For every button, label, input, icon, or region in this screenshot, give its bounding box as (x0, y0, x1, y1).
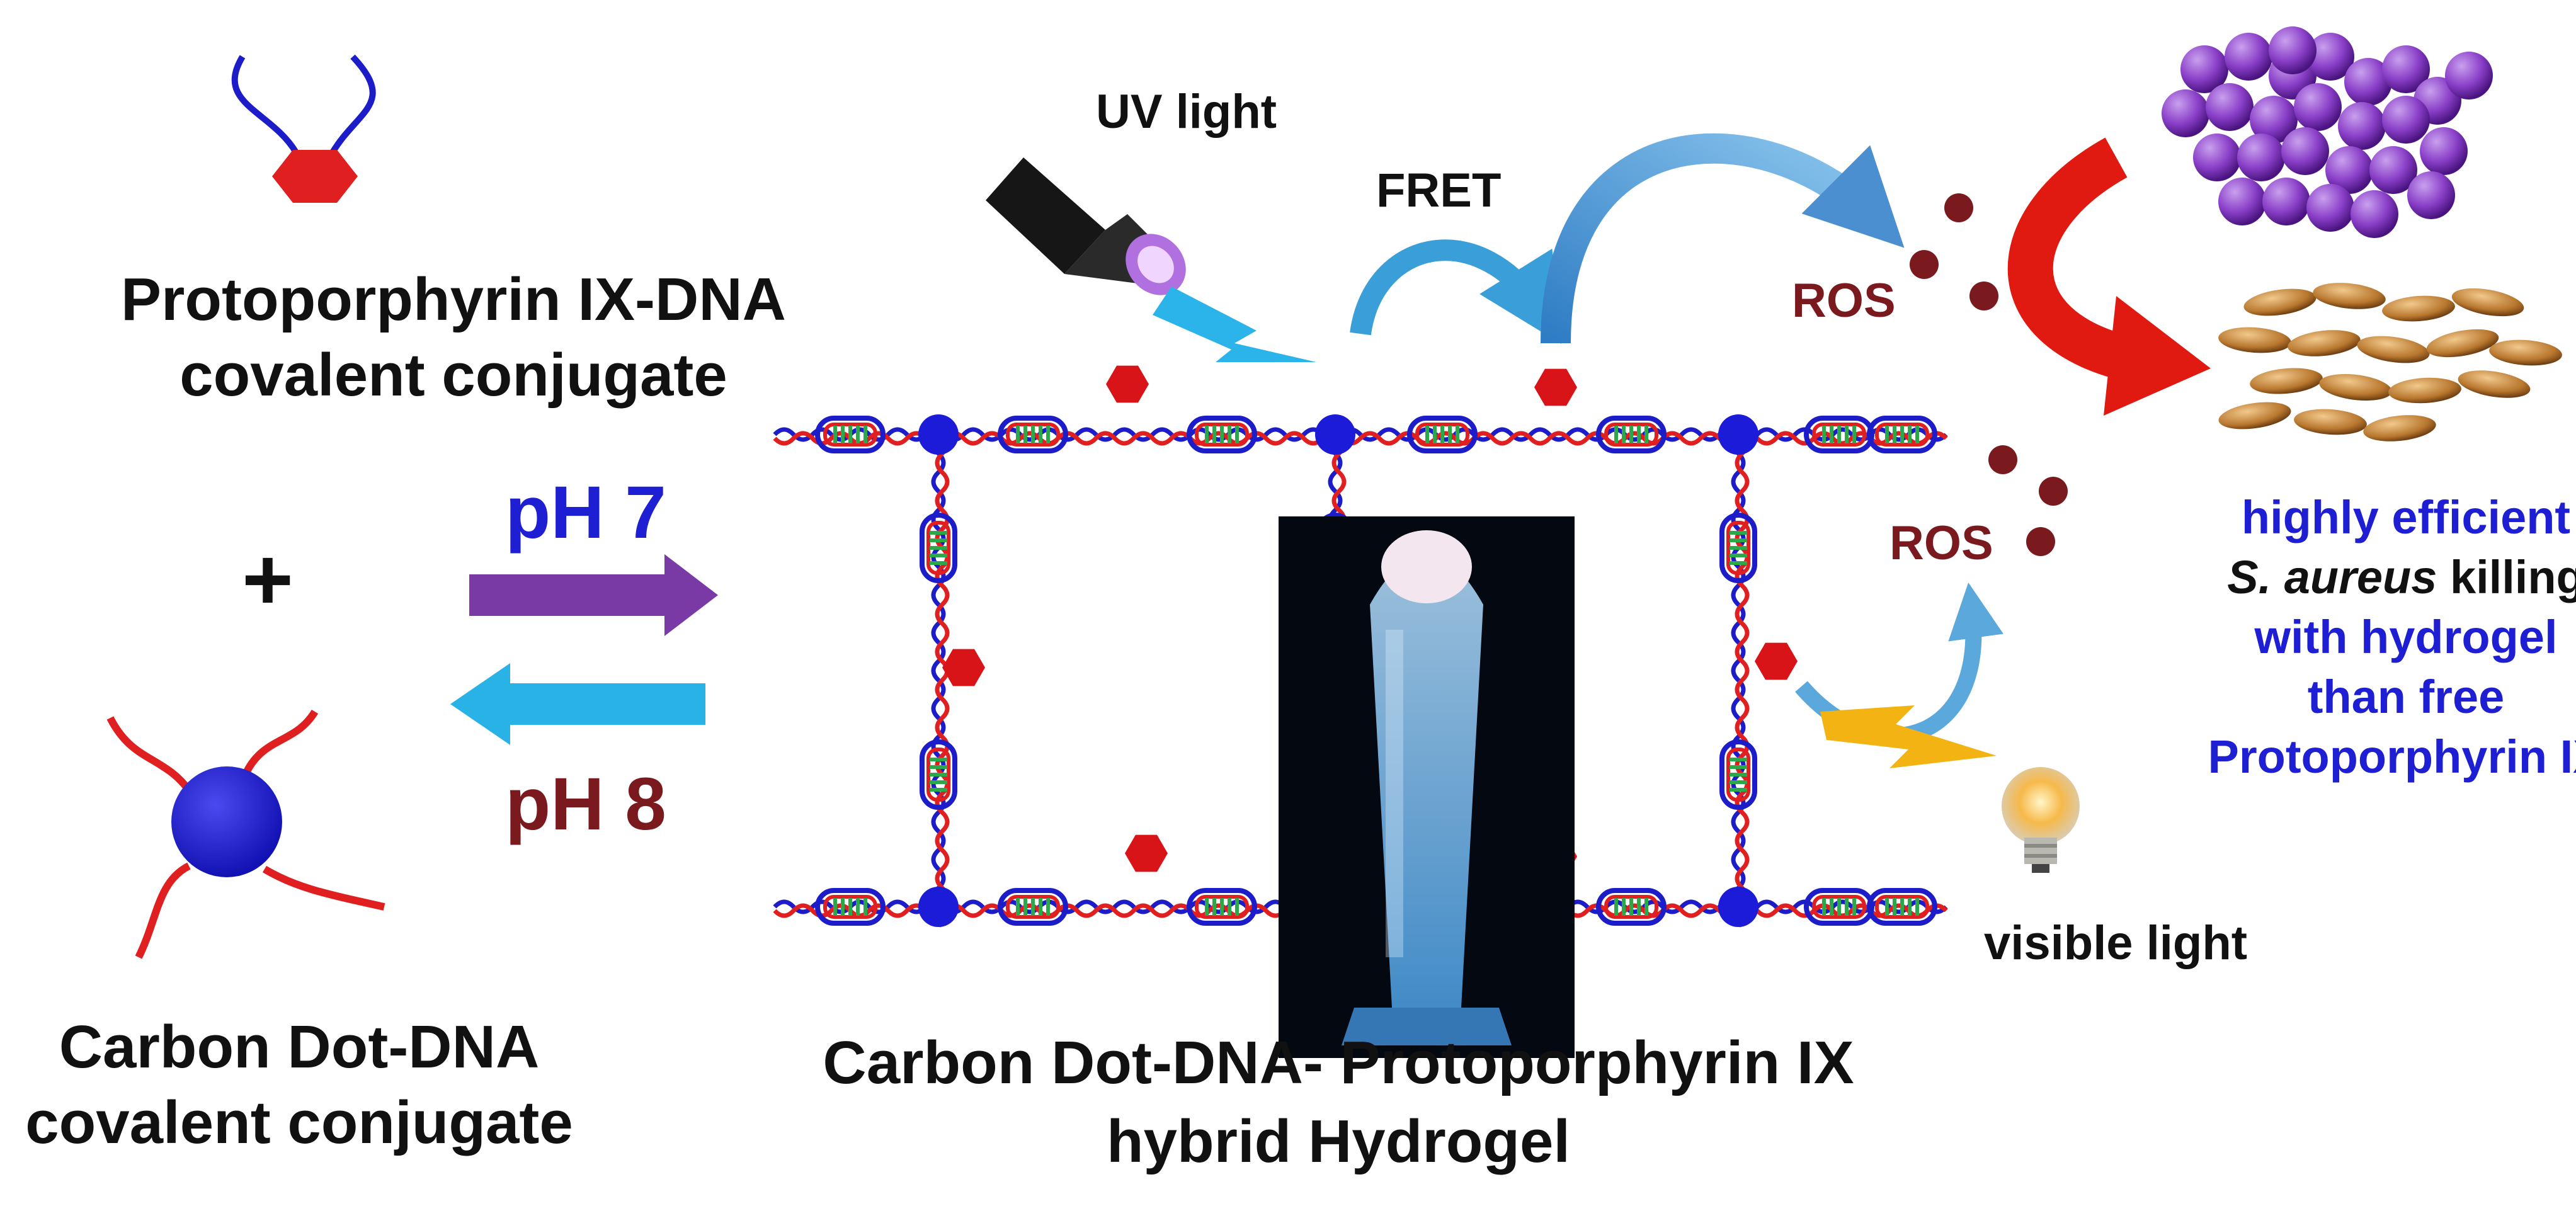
rod-bacterium (2456, 366, 2533, 402)
coccus (2206, 83, 2254, 131)
outcome-line1: highly efficient (2242, 494, 2570, 541)
coccus (2420, 127, 2468, 175)
rod-bacterium (2424, 324, 2500, 362)
coccus (2281, 127, 2329, 175)
coccus (2294, 83, 2342, 131)
coccus (2218, 178, 2266, 225)
coccus (2338, 102, 2386, 150)
hydrogel-caption-line1: Carbon Dot-DNA- Protoporphyrin IX (823, 1033, 1854, 1093)
ph8-label: pH 8 (505, 767, 666, 841)
bacteria-rods-icon (2217, 280, 2563, 445)
rod-bacterium (2318, 370, 2393, 404)
porphyrin-hexagon (1534, 369, 1577, 406)
plus-sign: + (242, 535, 294, 623)
ppix-conjugate-subtitle: covalent conjugate (180, 345, 727, 406)
species-name: S. aureus (2227, 551, 2437, 603)
uv-light-label: UV light (1096, 88, 1277, 136)
coccus (2269, 26, 2317, 74)
outcome-line3: with hydrogel (2255, 614, 2558, 661)
flashlight-icon (986, 157, 1198, 307)
carbon-dot (918, 414, 959, 455)
fret-label: FRET (1376, 167, 1501, 215)
visible-lightning-bolt-icon (1820, 705, 1997, 768)
carbon-dot-conjugate-title: Carbon Dot-DNA (59, 1017, 540, 1078)
ppix-conjugate-title: Protoporphyrin IX-DNA (121, 270, 786, 330)
light-bulb-icon (2002, 767, 2080, 873)
rod-bacterium (2311, 280, 2387, 312)
hydrogel-tube-photo (1279, 516, 1575, 1058)
coccus (2382, 96, 2430, 144)
ph8-reverse-arrow (450, 663, 705, 745)
lightning-bolt-icon (1153, 287, 1316, 362)
ros-label-bottom: ROS (1889, 520, 1993, 567)
hydrogel-caption-line2: hybrid Hydrogel (1107, 1112, 1570, 1172)
coccus (2193, 134, 2241, 181)
coccus (2162, 89, 2209, 137)
kill-arrow-head (2104, 296, 2211, 416)
porphyrin-hexagon (942, 649, 985, 686)
carbon-dot-dna-conjugate-icon (110, 712, 384, 957)
coccus (2407, 171, 2455, 219)
ros-label-top: ROS (1792, 277, 1896, 325)
rod-bacterium (2488, 338, 2563, 368)
coccus (2225, 33, 2272, 81)
ppix-dna-conjugate-icon (235, 57, 373, 203)
porphyrin-hexagon (1755, 643, 1798, 680)
carbon-dot (1718, 414, 1758, 455)
coccus (2445, 52, 2493, 100)
rod-bacterium (2381, 293, 2456, 324)
ros-dots-top (1910, 193, 1998, 310)
outcome-line4: than free (2308, 674, 2505, 720)
ph7-label: pH 7 (505, 475, 666, 550)
outcome-line5: Protoporphyrin IX (2208, 734, 2576, 780)
carbon-dot-conjugate-subtitle: covalent conjugate (25, 1093, 573, 1153)
rod-bacterium (2286, 327, 2362, 360)
carbon-dot (1315, 414, 1355, 455)
carbon-dot (918, 887, 959, 927)
fret-arrow (1360, 250, 1543, 334)
rod-bacterium (2217, 398, 2293, 433)
rod-bacterium (2388, 376, 2462, 405)
outcome-line2: S. aureus killing (2227, 554, 2576, 601)
ros-dots-bottom (1988, 445, 2068, 556)
carbon-dot (1718, 887, 1758, 927)
coccus (2262, 178, 2310, 225)
coccus (2237, 134, 2285, 181)
rod-bacterium (2293, 407, 2368, 437)
visible-light-label: visible light (1984, 919, 2247, 967)
porphyrin-hexagon (1125, 835, 1168, 872)
bacteria-cluster-icon (2162, 26, 2493, 238)
coccus (2306, 184, 2354, 232)
rod-bacterium (2362, 412, 2437, 445)
ph7-forward-arrow (469, 554, 718, 636)
rod-bacterium (2242, 285, 2318, 320)
coccus (2351, 190, 2398, 238)
porphyrin-hexagon (1106, 366, 1149, 403)
rod-bacterium (2356, 332, 2431, 367)
rod-bacterium (2248, 365, 2323, 397)
rod-bacterium (2218, 325, 2293, 355)
outcome-line2-rest: killing (2437, 551, 2576, 603)
rod-bacterium (2449, 283, 2526, 321)
